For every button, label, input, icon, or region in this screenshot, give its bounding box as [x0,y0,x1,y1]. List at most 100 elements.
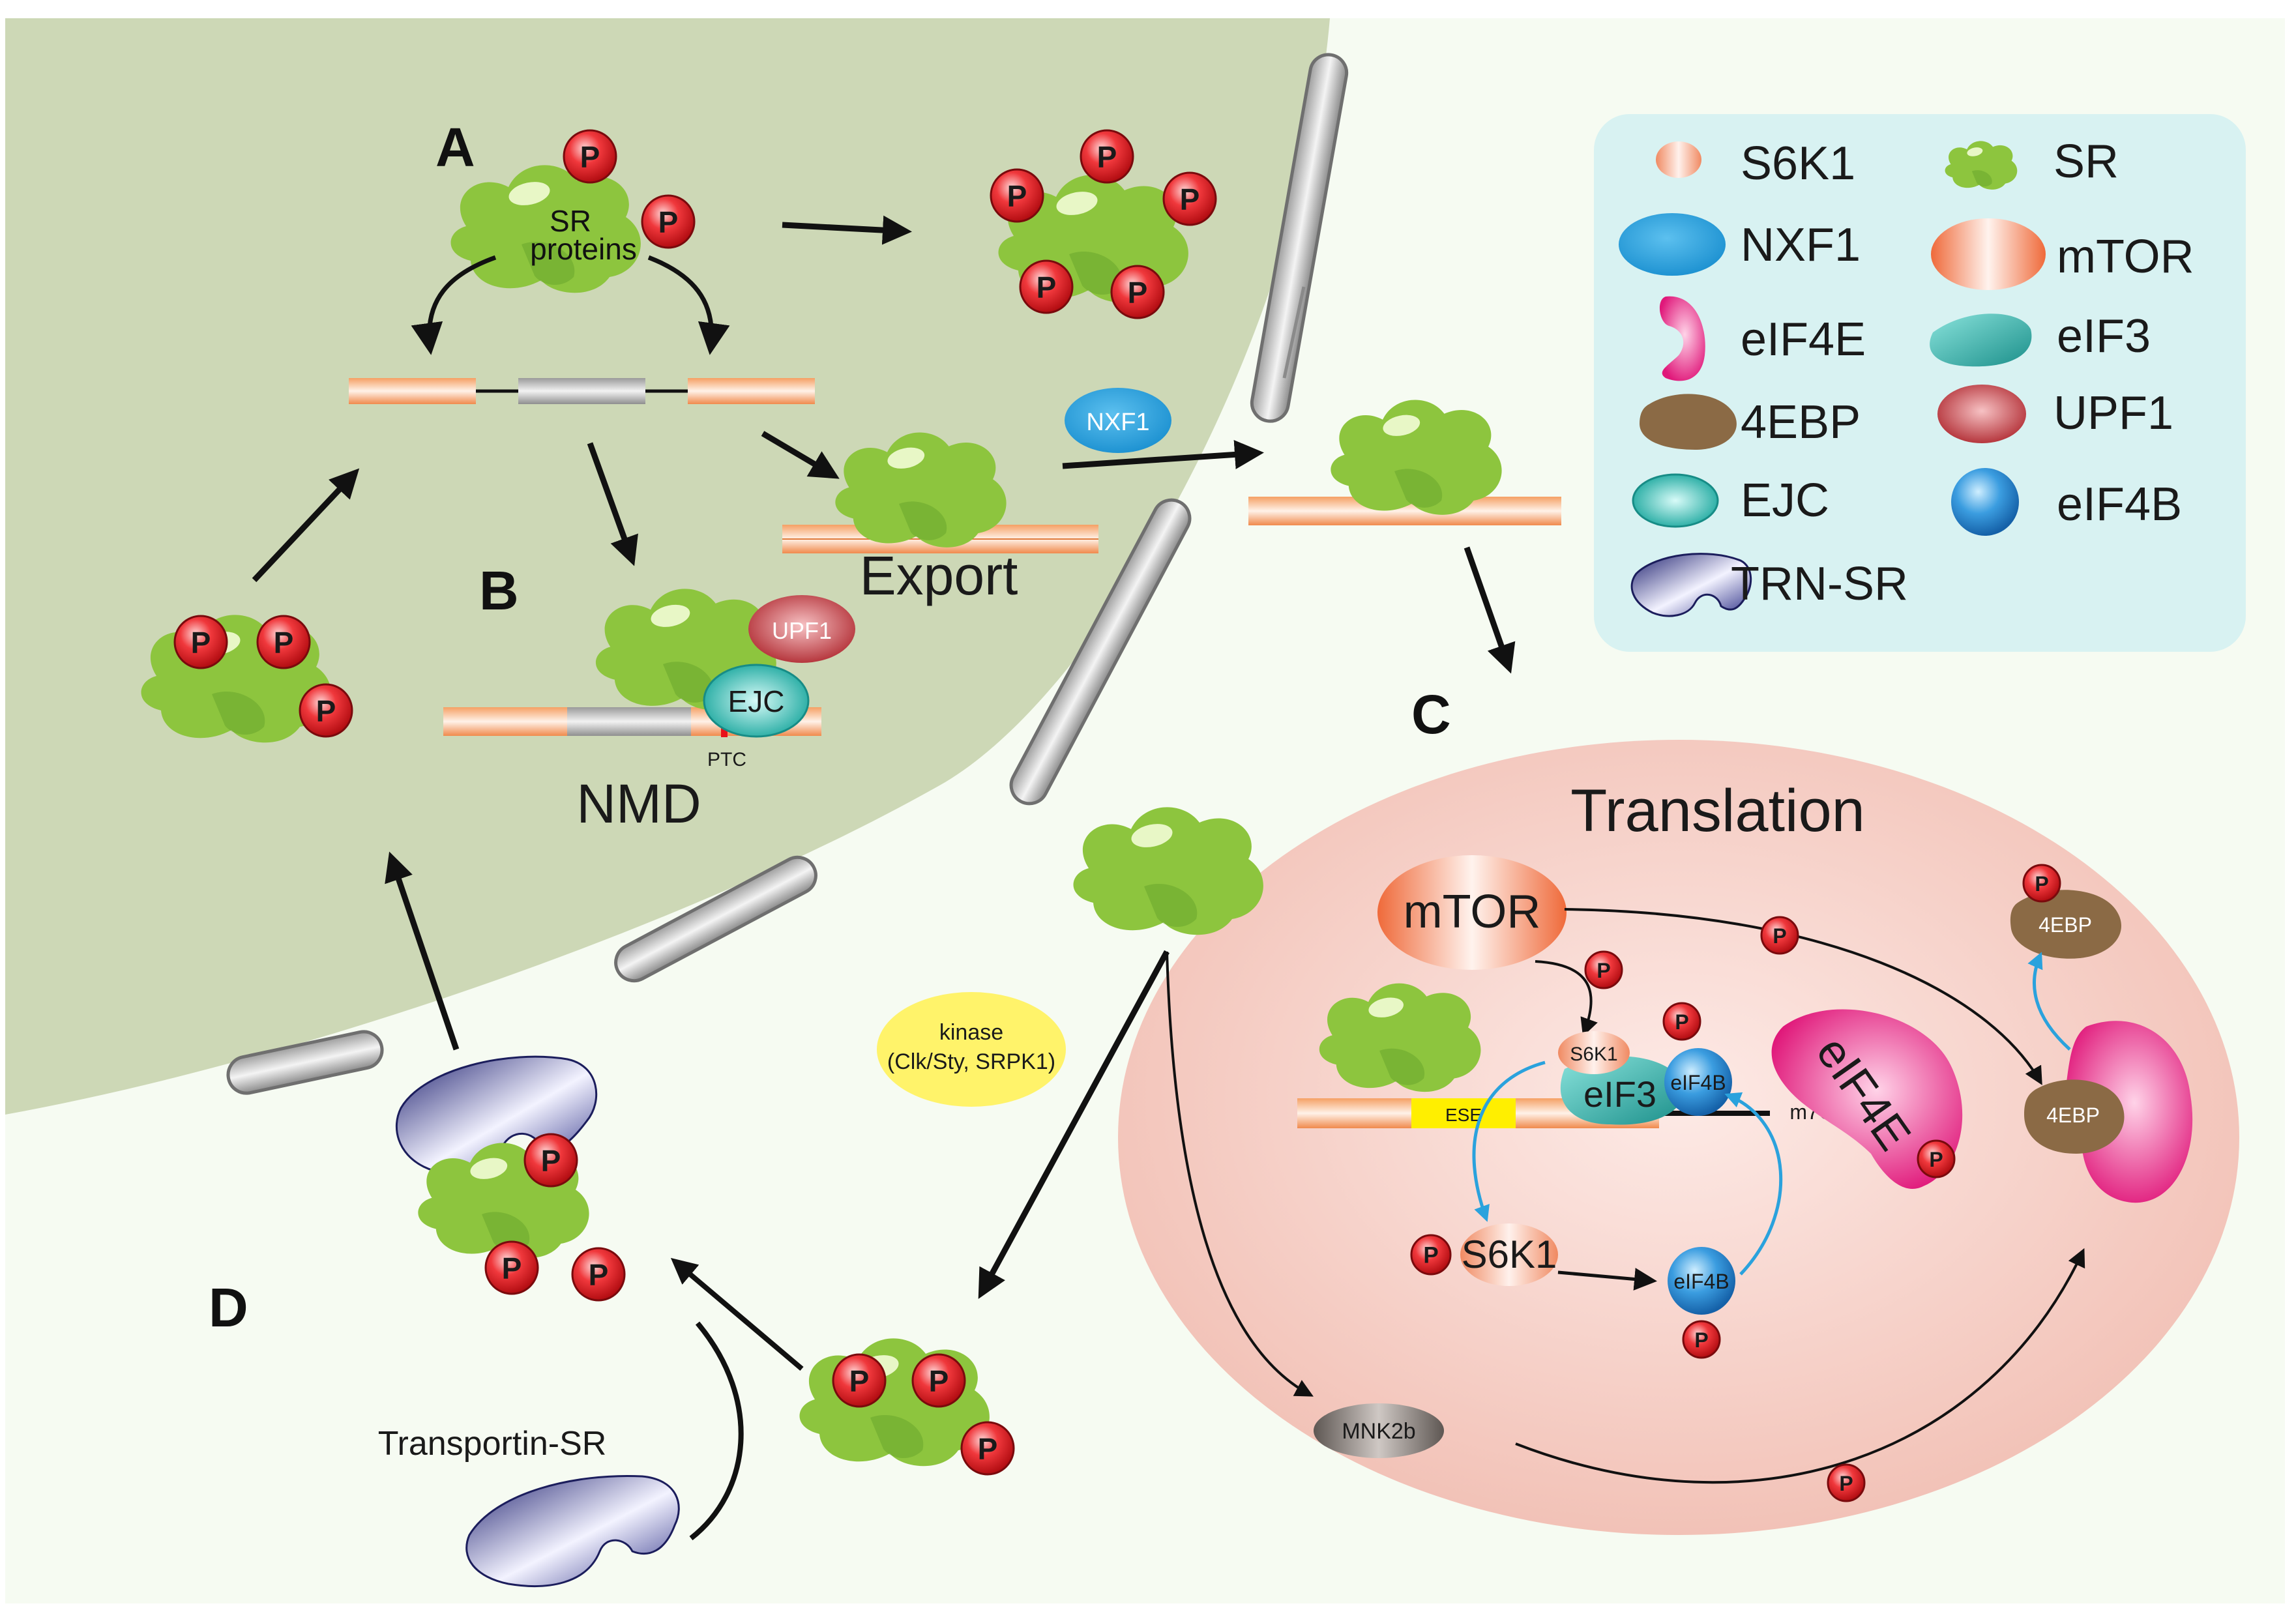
phosphate-icon: P [1827,1463,1866,1502]
upf1-icon [1937,385,2026,443]
phosphate-icon: P [256,615,311,669]
arrow-eif4b-rebind [1724,1092,1783,1276]
4ebp-icon [1640,394,1737,450]
phosphate-label: P [274,626,294,660]
4ebp-bound-label: 4EBP [2046,1104,2100,1127]
phosphate-icon: P [523,1133,578,1188]
legend-eif3-label: eIF3 [2057,310,2151,362]
sr-protein-export [835,432,1007,548]
legend-eif4e-label: eIF4E [1741,314,1866,366]
phosphate-label: P [1694,1328,1708,1352]
ptc-label: PTC [707,749,746,770]
nucleus-region-fill [5,18,1330,1115]
eif4b-icon [1951,468,2019,536]
eif4b-bound-label: eIF4B [1670,1071,1726,1094]
phosphate-icon: P [1760,916,1799,955]
ese-label: ESE [1445,1105,1482,1125]
arrow-to-translation [1464,546,1516,674]
ejc-label: EJC [728,684,785,718]
phosphate-label: P [1037,270,1057,304]
splicing-arrow-left [411,255,497,355]
phosphate-label: P [1097,140,1117,174]
arrow-mtor-to-4ebp [1564,908,2042,1085]
arrow-to-kinase-phosphorylation [978,950,1170,1299]
phosphate-label: P [929,1364,949,1398]
phosphate-label: P [1423,1243,1438,1268]
phosphate-label: P [191,626,211,660]
phosphate-label: P [978,1432,998,1466]
mnk2b-protein [1314,1403,1444,1458]
s6k1-free-label: S6K1 [1462,1233,1557,1276]
phosphate-label: P [502,1251,522,1285]
4ebp-free-label: 4EBP [2038,913,2092,937]
phosphate-label: P [2035,872,2048,896]
phosphate-icon: P [1682,1320,1721,1359]
phosphate-icon: P [173,615,228,669]
phosphate-icon: P [641,194,696,249]
mtor-label: mTOR [1404,886,1541,938]
phosphate-icon: P [1917,1139,1956,1178]
phosphate-label: P [580,140,600,174]
arrow-to-nmd [587,442,638,566]
mnk2b-label: MNK2b [1342,1419,1415,1444]
sr-protein-cytoplasm-mrna [1331,400,1502,515]
upf1-label: UPF1 [772,617,832,644]
phosphate-label: P [1007,179,1027,213]
kinase-clk-srpk1 [877,992,1066,1107]
legend-mtor-label: mTOR [2057,231,2194,283]
mtor-icon [1931,218,2046,290]
phosphate-icon: P [299,683,353,738]
nxf1-icon [1619,213,1726,276]
phosphate-label: P [1929,1148,1943,1171]
phosphate-icon: P [832,1353,887,1408]
sr-protein-translation [1319,983,1481,1092]
phosphate-icon: P [1410,1234,1452,1276]
phosphate-label: P [1597,959,1610,982]
translation-title: Translation [1570,778,1865,844]
panel-label-a: A [435,117,475,178]
legend-nxf1-label: NXF1 [1741,219,1861,271]
eif3-label: eIF3 [1583,1074,1656,1115]
arrow-to-mnk2b [1166,951,1314,1397]
phosphate-icon: P [1162,171,1217,226]
phosphate-icon: P [911,1353,966,1408]
legend-4ebp-label: 4EBP [1741,396,1861,448]
phosphate-label: P [589,1258,609,1292]
phosphate-icon: P [1110,265,1165,319]
export-label: Export [860,545,1018,606]
nmd-label: NMD [576,773,701,834]
eif4e-4ebp-complex [2063,1021,2193,1203]
eif4b-free-label: eIF4B [1673,1270,1729,1293]
eif4e-protein [1771,1009,1963,1189]
upf1-protein [748,595,855,663]
arrow-export-out [1062,439,1264,469]
pre-mrna [349,378,815,404]
transportin-sr-label: Transportin-SR [378,1425,607,1463]
legend-ejc-label: EJC [1741,475,1829,527]
sr-proteins-label-line1: SR [550,204,591,238]
arrow-mtor-to-s6k1 [1535,960,1598,1037]
arrow-to-export [761,431,840,479]
phosphate-label: P [316,694,336,728]
sr-icon [1945,141,2018,190]
ejc-protein [703,664,810,738]
phosphate-icon: P [563,129,617,184]
arrow-trn-sr-binding [670,1257,804,1371]
phosphate-icon: P [990,168,1044,223]
phosphate-label: P [1675,1010,1688,1034]
arrow-trn-sr-curve [689,1321,744,1541]
nxf1-label: NXF1 [1086,409,1149,436]
4ebp-bound [2024,1079,2125,1154]
phosphate-icon: P [2022,864,2061,903]
kinase-label-line2: (Clk/Sty, SRPK1) [887,1049,1055,1074]
phosphate-icon: P [1662,1002,1701,1041]
ejc-icon [1632,473,1719,528]
sr-protein-a [450,165,641,293]
eif3-icon [1930,314,2032,367]
s6k1-free [1460,1223,1558,1286]
panel-label-d: D [209,1277,248,1338]
nxf1-protein [1065,388,1171,453]
panel-label-b: B [479,560,519,621]
panel-label-c: C [1411,684,1451,745]
